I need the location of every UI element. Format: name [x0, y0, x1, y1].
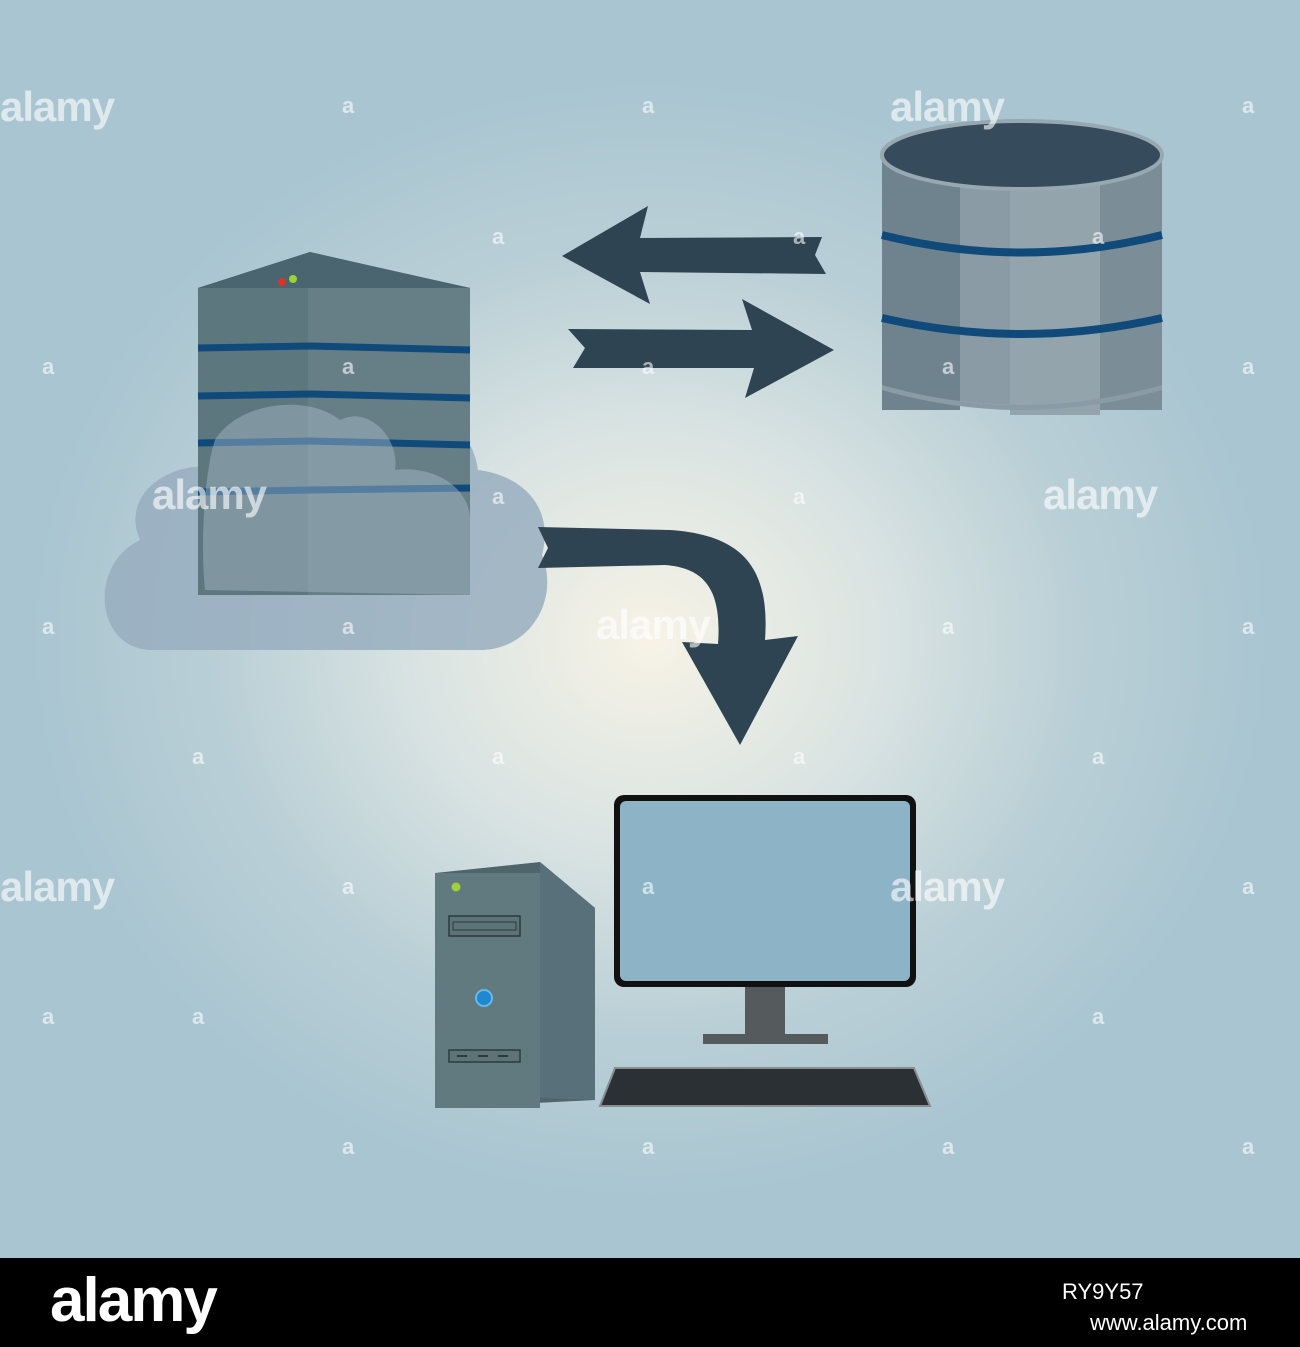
watermark-mark: a: [793, 484, 806, 509]
watermark-mark: a: [492, 224, 505, 249]
watermark-mark: a: [1092, 744, 1105, 769]
watermark-mark: a: [1092, 224, 1105, 249]
footer-image-id: RY9Y57: [1062, 1279, 1144, 1304]
watermark-mark: a: [42, 354, 55, 379]
footer-brand-logo: alamy: [50, 1266, 218, 1335]
keyboard-icon: [598, 1067, 932, 1107]
watermark-mark: a: [342, 614, 355, 639]
watermark-mark: a: [342, 354, 355, 379]
watermark-text: alamy: [0, 863, 115, 910]
watermark-mark: a: [642, 354, 655, 379]
watermark-mark: a: [342, 1134, 355, 1159]
diagram-illustration: [104, 119, 1164, 1108]
watermark-mark: a: [1242, 874, 1255, 899]
footer-bar: alamy RY9Y57 www.alamy.com: [0, 1258, 1300, 1347]
server-red-led: [278, 278, 286, 286]
watermark-mark: a: [42, 614, 55, 639]
watermark-mark: a: [793, 224, 806, 249]
watermark-text: alamy: [1043, 471, 1158, 518]
desktop-power-led: [451, 882, 461, 892]
watermark-mark: a: [492, 484, 505, 509]
monitor-icon: [614, 795, 916, 1044]
watermark-mark: a: [492, 744, 505, 769]
watermark-mark: a: [342, 874, 355, 899]
watermark-text: alamy: [0, 83, 115, 130]
footer-url: www.alamy.com: [1090, 1310, 1248, 1335]
watermark-mark: a: [942, 614, 955, 639]
watermark-text: alamy: [152, 471, 267, 518]
arrow-right-icon: [568, 299, 834, 398]
watermark-mark: a: [642, 1134, 655, 1159]
watermark-mark: a: [192, 1004, 205, 1029]
watermark-mark: a: [342, 93, 355, 118]
watermark-mark: a: [42, 1004, 55, 1029]
database-icon: [880, 119, 1164, 415]
watermark-mark: a: [793, 744, 806, 769]
watermark-mark: a: [1242, 614, 1255, 639]
watermark-mark: a: [1242, 354, 1255, 379]
server-tower-icon: [197, 252, 471, 595]
curved-arrow-down-icon: [538, 527, 798, 745]
watermark-mark: a: [1242, 93, 1255, 118]
desktop-power-button: [475, 989, 493, 1007]
watermark-mark: a: [942, 1134, 955, 1159]
desktop-tower-icon: [435, 862, 595, 1108]
arrow-left-icon: [562, 206, 826, 304]
watermark-mark: a: [942, 354, 955, 379]
watermark-text: alamy: [890, 863, 1005, 910]
watermark-mark: a: [1092, 1004, 1105, 1029]
diagram-canvas: alamy alamy alamy alamy alamy alamy alam…: [0, 0, 1300, 1258]
watermark-mark: a: [1242, 1134, 1255, 1159]
watermark-mark: a: [642, 874, 655, 899]
server-green-led: [289, 275, 297, 283]
watermark-mark: a: [192, 744, 205, 769]
watermark-text: alamy: [596, 601, 711, 648]
watermark-mark: a: [642, 93, 655, 118]
watermark-text: alamy: [890, 83, 1005, 130]
